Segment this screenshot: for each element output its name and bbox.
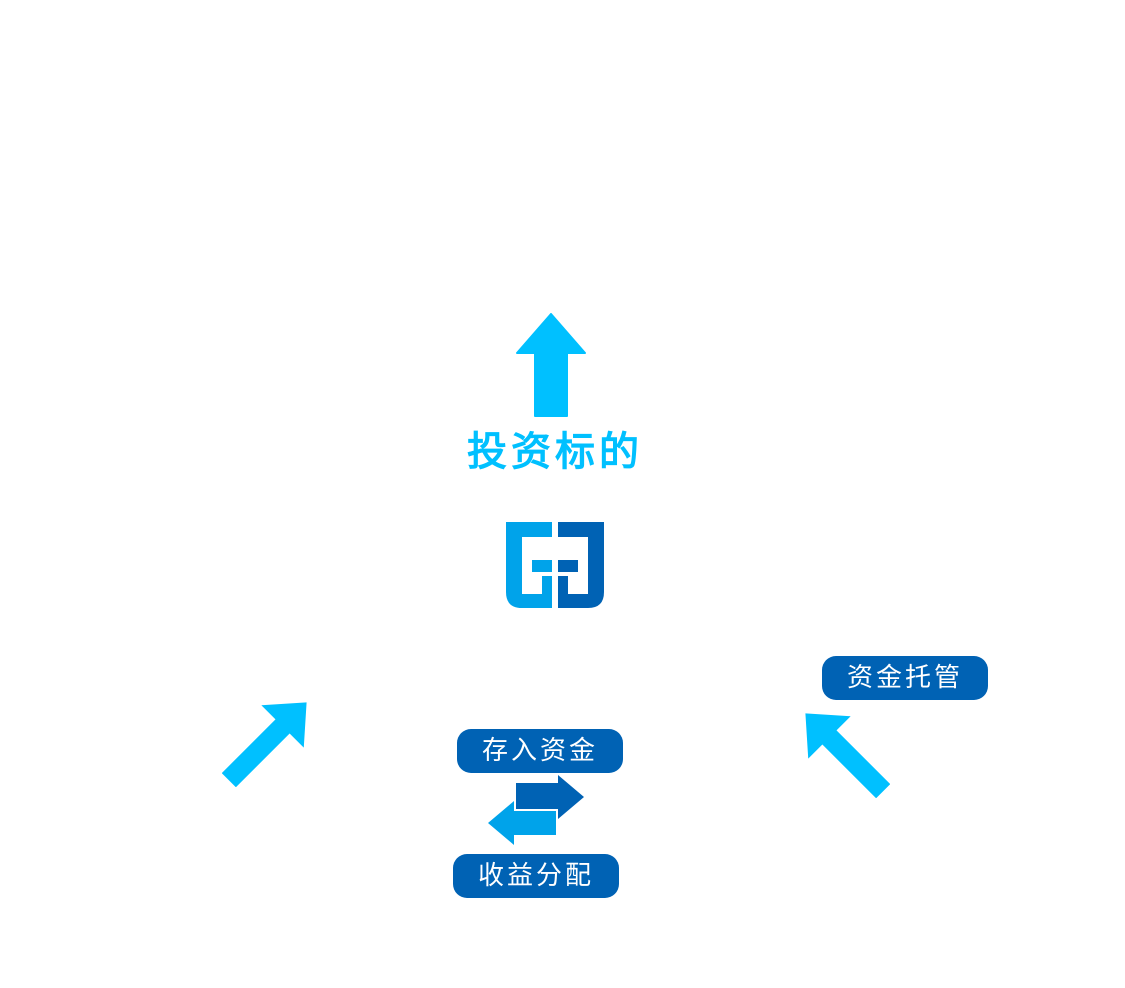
arrow-up-right-icon [222, 697, 312, 787]
distribution-label: 收益分配 [453, 854, 619, 898]
arrow-up-icon [516, 313, 586, 419]
deposit-label: 存入资金 [457, 729, 623, 773]
arrow-up-left-icon [800, 708, 890, 798]
swap-arrows-icon [486, 773, 586, 845]
custody-label: 资金托管 [822, 656, 988, 700]
center-label: 投资标的 [467, 429, 643, 475]
brand-logo-icon [504, 520, 606, 610]
